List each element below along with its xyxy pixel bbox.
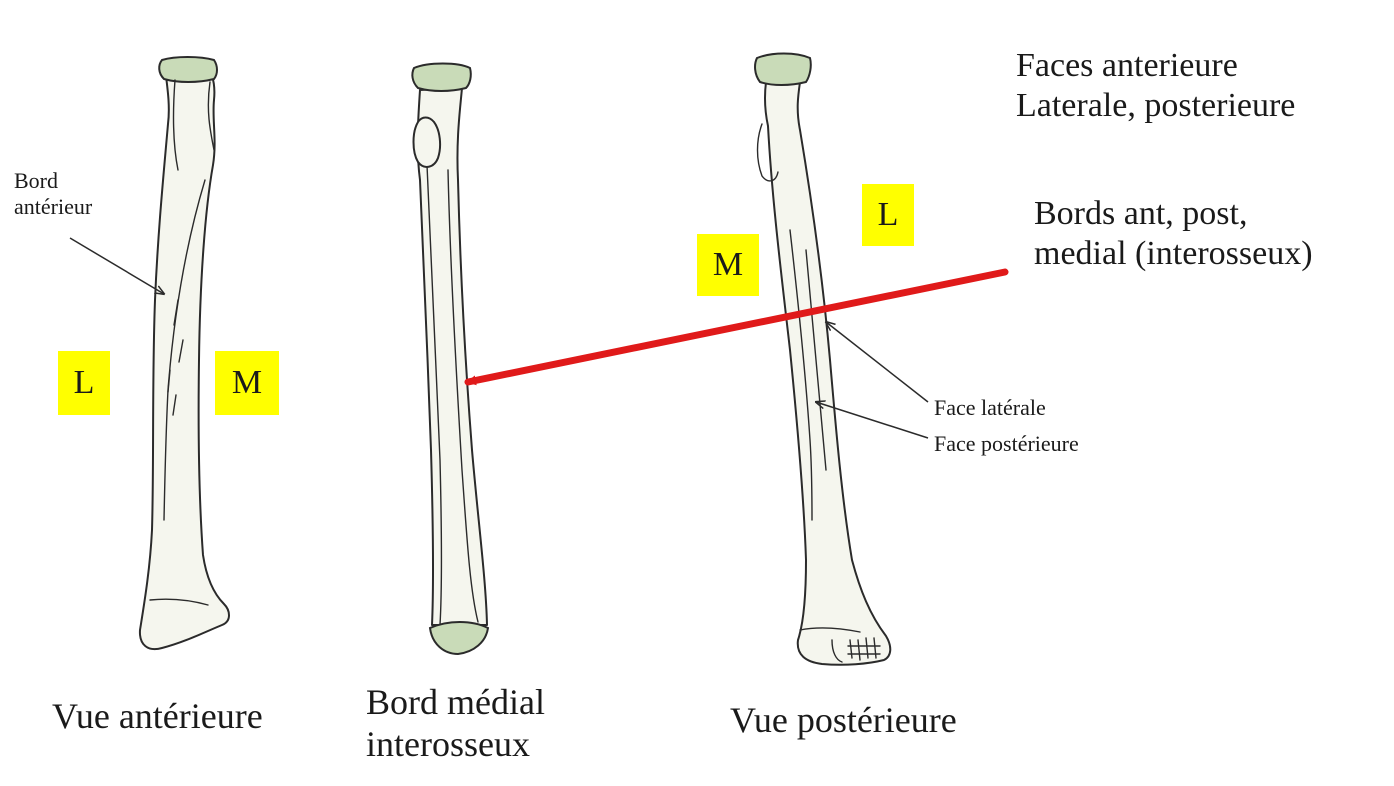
- bone-medial-top: [411, 62, 472, 92]
- bone-posterior-top: [754, 52, 812, 86]
- caption-bord-medial: Bord médial interosseux: [366, 681, 545, 766]
- badge-view1-left: L: [58, 351, 110, 415]
- label-face-laterale: Face latérale: [934, 395, 1046, 420]
- bords-note-line2: medial (interosseux): [1034, 235, 1313, 273]
- bone-anterior-top: [158, 56, 218, 83]
- label-bord-anterieur-line2: antérieur: [14, 193, 93, 219]
- red-arrow: [464, 268, 1009, 386]
- badge-view3-right: L: [862, 184, 914, 246]
- caption-vue-posterieure: Vue postérieure: [730, 700, 957, 740]
- bords-note: Bords ant, post, medial (interosseux): [1034, 194, 1313, 274]
- leader-bord-anterieur: [69, 237, 164, 294]
- caption-bord-medial-line1: Bord médial: [366, 682, 545, 722]
- badge-view1-right: M: [215, 351, 279, 415]
- label-bord-anterieur-line1: Bord: [14, 168, 58, 193]
- leader-face-posterieure: [816, 402, 929, 439]
- caption-vue-anterieure: Vue antérieure: [52, 696, 263, 736]
- faces-note-line1: Faces anterieure: [1016, 47, 1238, 84]
- faces-note-line2: Laterale, posterieure: [1016, 87, 1296, 125]
- bone-posterior-shaft: [763, 81, 892, 666]
- leader-face-laterale: [826, 322, 929, 403]
- bone-medial-view: [411, 62, 490, 656]
- bone-anterior-shaft: [138, 75, 230, 650]
- bords-note-line1: Bords ant, post,: [1034, 195, 1248, 232]
- badge-view3-left: M: [697, 234, 759, 296]
- bone-medial-shaft: [416, 87, 488, 626]
- bone-medial-tubercle: [412, 116, 442, 168]
- label-face-posterieure: Face postérieure: [934, 431, 1079, 456]
- faces-note: Faces anterieure Laterale, posterieure: [1016, 46, 1295, 126]
- bone-anterior-view: [138, 56, 230, 650]
- bone-medial-bottom: [428, 621, 490, 656]
- bone-posterior-view: [754, 52, 892, 666]
- caption-bord-medial-line2: interosseux: [366, 724, 530, 765]
- label-bord-anterieur: Bord antérieur: [14, 168, 92, 220]
